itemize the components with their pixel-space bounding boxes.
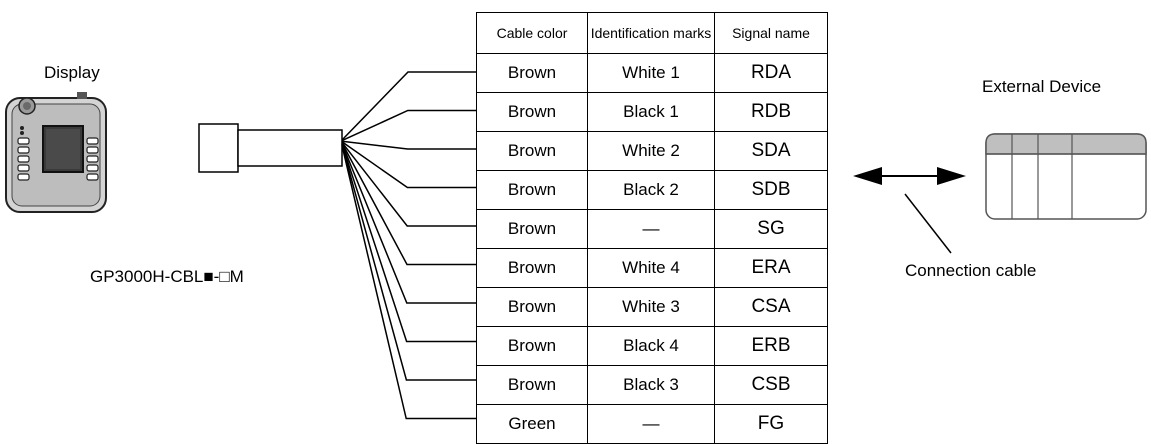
wire — [341, 143, 476, 343]
cell-cable-color: Brown — [476, 53, 588, 93]
cell-identification-mark: — — [587, 209, 715, 249]
table-row: Brown—SG — [476, 209, 828, 249]
cell-signal-name: ERA — [714, 248, 828, 288]
header-cable-color: Cable color — [476, 12, 588, 54]
header-signal-name: Signal name — [714, 12, 828, 54]
wire — [341, 109, 476, 142]
cell-identification-mark: Black 1 — [587, 92, 715, 132]
wire — [341, 145, 476, 420]
wire — [341, 141, 476, 227]
cell-identification-mark: Black 3 — [587, 365, 715, 405]
external-device-icon — [985, 133, 1147, 220]
cell-cable-color: Green — [476, 404, 588, 444]
cell-identification-mark: Black 4 — [587, 326, 715, 366]
cell-signal-name: SDB — [714, 170, 828, 210]
header-identification-marks: Identification marks — [587, 12, 715, 54]
cell-signal-name: FG — [714, 404, 828, 444]
cell-signal-name: SDA — [714, 131, 828, 171]
cell-cable-color: Brown — [476, 326, 588, 366]
cell-cable-color: Brown — [476, 287, 588, 327]
cell-signal-name: ERB — [714, 326, 828, 366]
connection-cable-label: Connection cable — [905, 261, 1037, 280]
wire — [341, 71, 476, 141]
cell-identification-mark: Black 2 — [587, 170, 715, 210]
cell-cable-color: Brown — [476, 92, 588, 132]
cell-identification-mark: White 1 — [587, 53, 715, 93]
external-device-label: External Device — [982, 77, 1102, 96]
double-arrow-icon — [853, 167, 966, 254]
wiring-table: Cable color Identification marks Signal … — [476, 12, 828, 444]
wire — [341, 141, 476, 189]
cell-signal-name: RDA — [714, 53, 828, 93]
handheld-display-icon — [5, 92, 107, 213]
table-header-row: Cable color Identification marks Signal … — [476, 12, 828, 54]
cell-cable-color: Brown — [476, 209, 588, 249]
cell-cable-color: Brown — [476, 131, 588, 171]
wire — [341, 142, 476, 266]
cable-connector — [198, 123, 343, 173]
wire — [341, 140, 476, 150]
cable-wires — [341, 71, 476, 420]
cell-signal-name: RDB — [714, 92, 828, 132]
cell-signal-name: CSB — [714, 365, 828, 405]
cell-identification-mark: — — [587, 404, 715, 444]
wire — [341, 143, 476, 304]
cell-cable-color: Brown — [476, 170, 588, 210]
table-row: Green—FG — [476, 404, 828, 444]
cell-cable-color: Brown — [476, 248, 588, 288]
cell-signal-name: SG — [714, 209, 828, 249]
cell-cable-color: Brown — [476, 365, 588, 405]
cell-identification-mark: White 4 — [587, 248, 715, 288]
cable-model-label: GP3000H-CBL■-□M — [90, 267, 244, 286]
cell-identification-mark: White 2 — [587, 131, 715, 171]
wire — [341, 144, 476, 381]
cell-identification-mark: White 3 — [587, 287, 715, 327]
cell-signal-name: CSA — [714, 287, 828, 327]
display-label: Display — [44, 63, 100, 82]
